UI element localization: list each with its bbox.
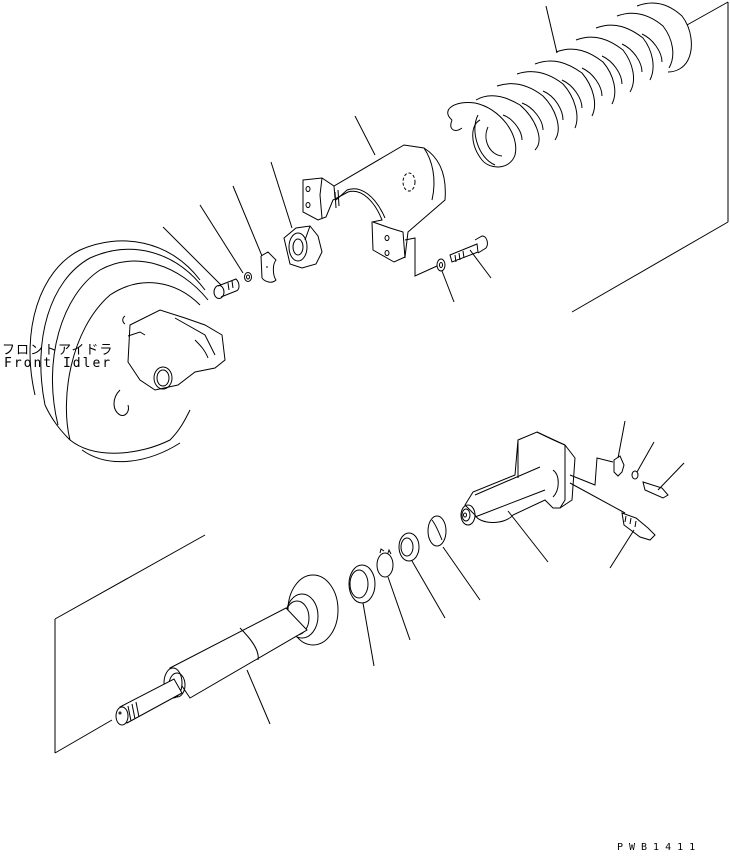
lock-plate-part xyxy=(233,186,276,282)
grease-fitting-part xyxy=(610,513,655,568)
front-idler-label-jp: フロントアイドラ xyxy=(2,343,114,358)
spring-part xyxy=(448,3,692,167)
cylinder-part xyxy=(461,432,625,562)
front-idler-label-en: Front Idler xyxy=(4,356,113,371)
packing-part xyxy=(399,533,445,618)
upper-frame-lines xyxy=(572,2,728,312)
yoke-part xyxy=(303,116,445,276)
washer-left-part xyxy=(200,205,252,282)
washer-yoke-part xyxy=(437,259,454,302)
bolt-cyl-part xyxy=(643,463,684,498)
piston-rod-part xyxy=(55,535,338,753)
bolt-left-part xyxy=(163,227,239,299)
front-idler-part xyxy=(30,241,225,462)
snap-ring-part xyxy=(377,549,410,640)
washer-cyl-part xyxy=(632,442,654,479)
seal-part xyxy=(349,565,375,666)
lock-plate-cyl-part xyxy=(614,421,625,476)
nut-part xyxy=(271,162,322,268)
drawing-code: PWB1411 xyxy=(617,842,702,853)
bolt-yoke-part xyxy=(450,236,491,278)
dust-seal-part xyxy=(428,516,480,600)
